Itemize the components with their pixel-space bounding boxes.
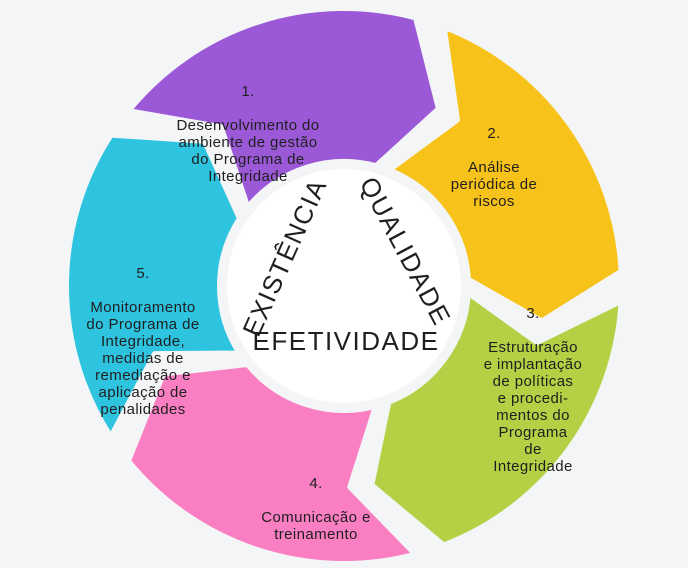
center-circle [221, 163, 467, 409]
segment-2-number: 2. [487, 125, 501, 142]
segment-3-number: 3. [526, 305, 540, 322]
segment-2-label: 2. Análise periódica de riscos [424, 108, 564, 227]
segment-2-text: Análise periódica de riscos [450, 159, 538, 210]
cycle-segment-4 [124, 361, 419, 567]
cycle-segment-3 [368, 289, 625, 549]
cycle-segment-5 [63, 131, 244, 441]
segment-1-number: 1. [241, 83, 255, 100]
cycle-segment-1 [124, 5, 442, 211]
segment-5-number: 5. [136, 265, 150, 282]
segment-5-text: Monitoramento do Programa de Integridade… [86, 299, 200, 418]
segment-4-label: 4. Comunicação e treinamento [236, 458, 396, 560]
segment-4-text: Comunicação e treinamento [261, 509, 371, 543]
segment-4-number: 4. [309, 475, 323, 492]
segment-1-text: Desenvolvimento do ambiente de gestão do… [176, 117, 320, 185]
segment-3-label: 3. Estruturação e implantação de polític… [460, 288, 606, 492]
center-word-efetividade: EFETIVIDADE [252, 326, 440, 356]
segment-3-text: Estruturação e implantação de políticas … [483, 339, 583, 475]
cycle-segment-2 [385, 23, 625, 325]
segment-5-label: 5. Monitoramento do Programa de Integrid… [62, 248, 224, 435]
segment-1-label: 1. Desenvolvimento do ambiente de gestão… [148, 66, 348, 202]
